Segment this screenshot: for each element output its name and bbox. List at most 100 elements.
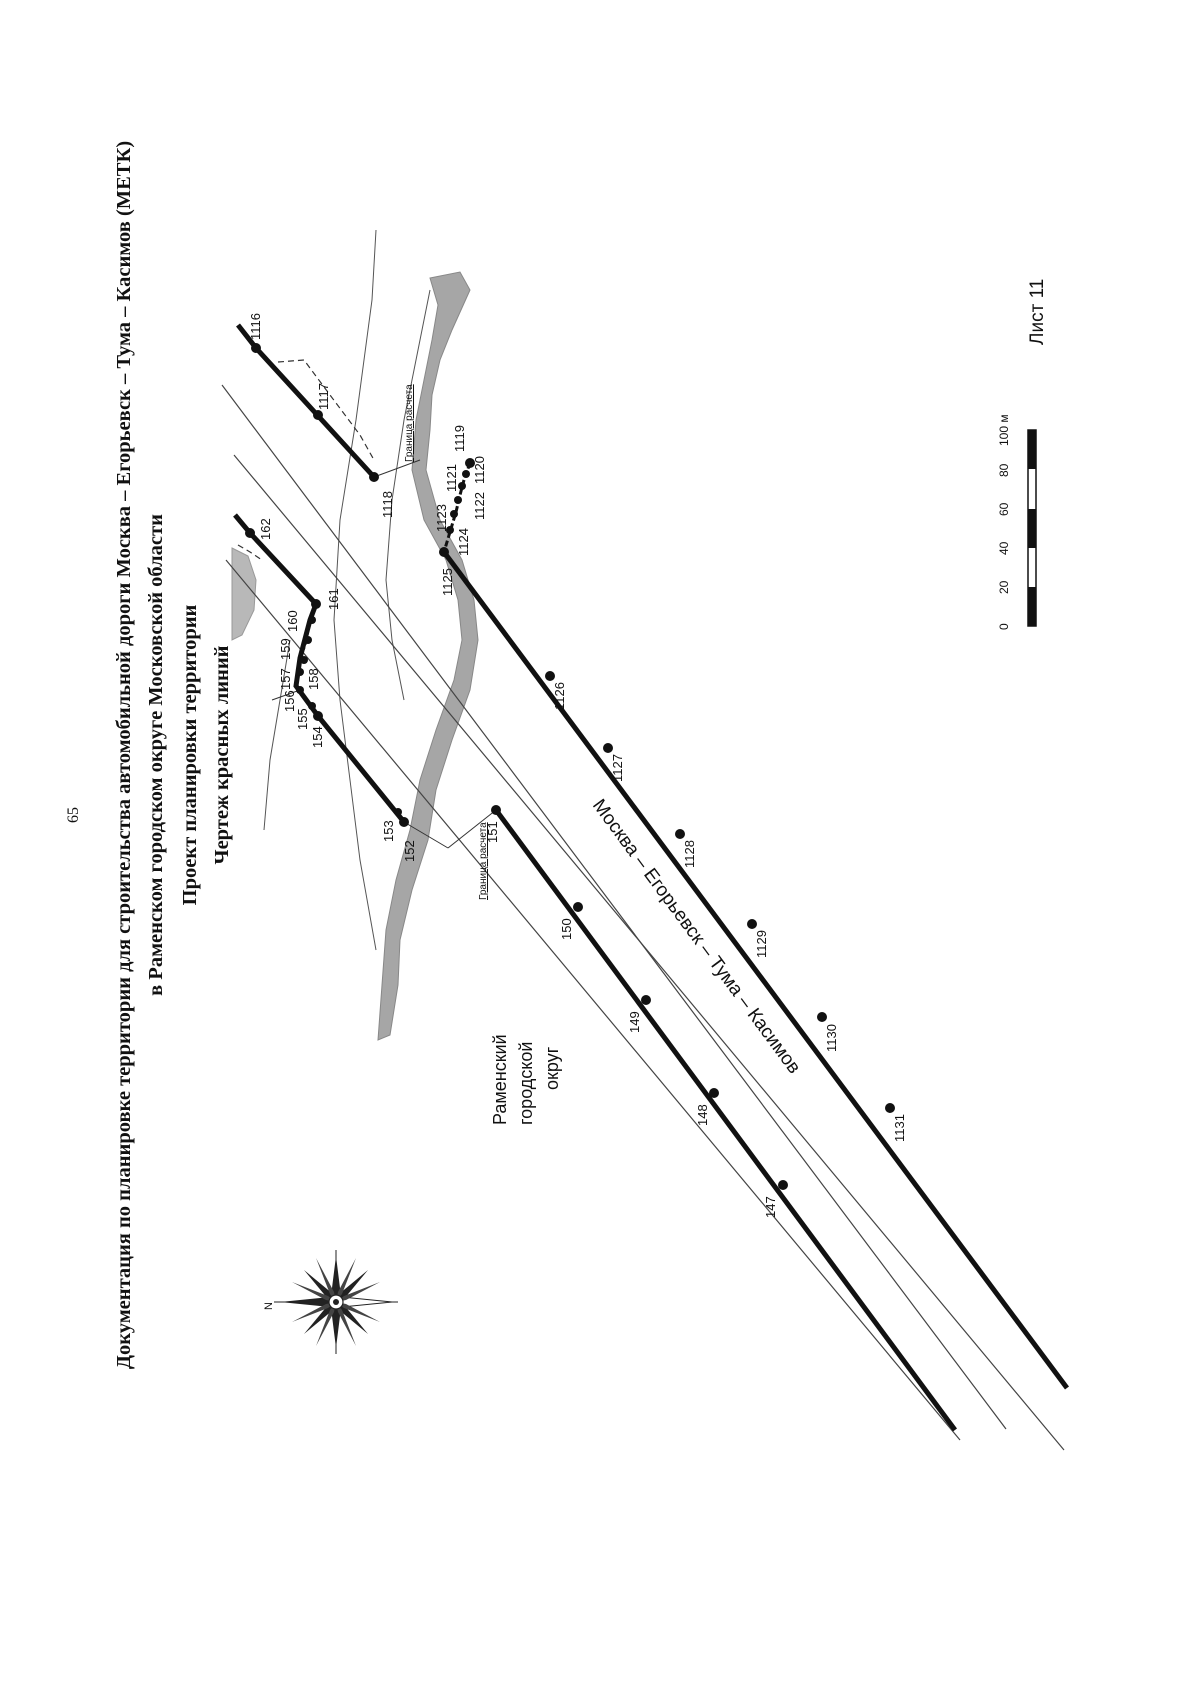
title-block: Документация по планировке территории дл… [113,141,233,1369]
points-left [245,528,788,1190]
labels-right: 1116 1117 1118 1119 1120 1121 1122 1123 … [248,313,907,1142]
point-1125 [439,547,449,557]
title-line-4: Чертеж красных линий [211,645,233,864]
point-1116 [251,343,261,353]
point-162 [245,528,255,538]
point-1128 [675,829,685,839]
label-1124: 1124 [456,528,471,556]
point-1118 [369,472,379,482]
scale-tick-80: 80 [997,463,1011,477]
calc-boundary [237,359,375,561]
point-151 [491,805,501,815]
district-label-line-3: округ [542,1046,562,1090]
label-153: 153 [381,820,396,842]
label-1128: 1128 [682,840,697,868]
point-1124 [446,526,454,534]
label-1121: 1121 [444,464,459,492]
scale-tick-60: 60 [997,502,1011,516]
point-1131 [885,1103,895,1113]
point-1130 [817,1012,827,1022]
label-1117: 1117 [316,383,331,410]
district-label-line-1: Раменский [490,1034,510,1125]
point-1127 [603,743,613,753]
pond-area [231,547,257,641]
red-line-right [236,323,1070,1390]
title-line-2: в Раменском городском округе Московской … [145,514,167,996]
red-line-arc [298,462,472,659]
point-149 [641,995,651,1005]
point-156 [296,686,304,694]
point-1117 [313,410,323,420]
points-right [251,343,895,1113]
leader-lines [271,459,497,849]
point-1119 [465,458,475,468]
scale-tick-40: 40 [997,541,1011,555]
point-160 [308,616,316,624]
point-158 [300,656,308,664]
point-155 [308,702,316,710]
label-1126: 1126 [552,682,567,710]
label-1123: 1123 [434,504,449,532]
label-151: 151 [485,821,500,843]
point-154 [313,711,323,721]
label-1129: 1129 [754,930,769,958]
compass-rose-icon: N [263,1250,398,1354]
label-149: 149 [627,1011,642,1033]
point-161 [311,599,321,609]
calc-boundary-label-top: Граница расчета [404,384,415,462]
label-161: 161 [326,588,341,610]
label-148: 148 [695,1104,710,1126]
point-150 [573,902,583,912]
label-1122: 1122 [472,492,487,520]
point-147 [778,1180,788,1190]
title-line-3: Проект планировки территории [179,604,201,905]
point-1120 [462,470,470,478]
point-1123 [450,510,458,518]
label-1131: 1131 [892,1114,907,1142]
label-147: 147 [763,1196,778,1218]
terrain-lines [263,229,431,951]
scale-tick-100: 100 м [997,414,1011,446]
label-162: 162 [258,518,273,540]
label-1125: 1125 [440,568,455,596]
label-155: 155 [295,708,310,730]
label-154: 154 [310,726,325,748]
point-152 [399,817,409,827]
point-159 [304,636,312,644]
point-1126 [545,671,555,681]
label-159: 159 [278,638,293,660]
label-1118: 1118 [380,491,395,518]
carriageway-lines [221,384,1065,1451]
label-1127: 1127 [610,754,625,782]
label-1116: 1116 [248,313,263,340]
district-label: Раменский городской округ [490,1034,562,1125]
page-number: 65 [65,807,82,823]
point-1122 [454,496,462,504]
label-157: 157 [278,668,293,690]
point-1121 [458,482,466,490]
label-1119: 1119 [452,425,467,452]
road-name-label: Москва – Егорьевск – Тума – Касимов [588,795,805,1077]
river-area [377,271,479,1041]
compass-north-letter: N [263,1302,275,1310]
scale-bar: 0 20 40 60 80 100 м [997,414,1037,630]
point-148 [709,1088,719,1098]
label-1120: 1120 [472,456,487,484]
label-1130: 1130 [824,1024,839,1052]
labels-left: 147 148 149 150 151 152 153 154 155 156 … [258,518,778,1218]
point-157 [296,668,304,676]
district-label-line-2: городской [516,1042,536,1125]
label-152: 152 [402,840,417,862]
label-150: 150 [559,918,574,940]
calc-boundary-label-bottom: Граница расчета [478,822,489,900]
title-line-1: Документация по планировке территории дл… [113,141,135,1369]
label-160: 160 [285,610,300,632]
label-156: 156 [282,690,297,712]
scale-tick-0: 0 [997,623,1011,630]
point-1129 [747,919,757,929]
sheet-number-label: Лист 11 [1027,279,1048,345]
label-158: 158 [306,668,321,690]
point-153 [394,808,402,816]
